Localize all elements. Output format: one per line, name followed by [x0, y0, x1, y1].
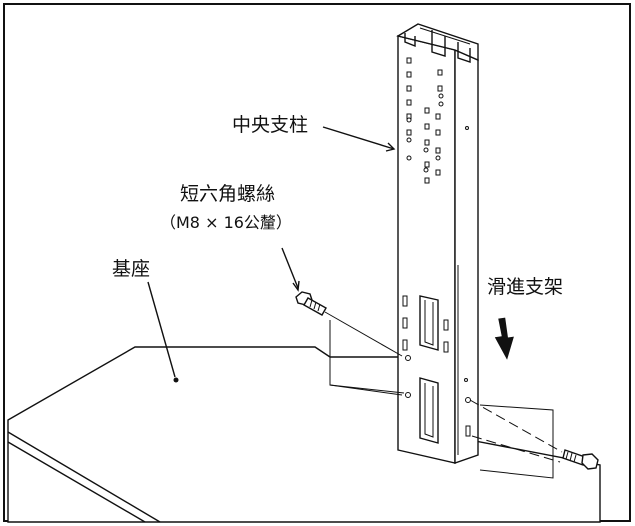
label-hex-bolt-line1: 短六角螺絲 [180, 183, 275, 205]
label-base: 基座 [112, 258, 150, 280]
leader-base [147, 281, 176, 378]
hex-bolt-right [469, 399, 599, 479]
column-holes-upper [406, 57, 469, 184]
center-column [396, 23, 479, 464]
label-hex-bolt-line2: （M8 × 16公釐） [160, 213, 292, 232]
arrow-down-icon [494, 317, 514, 360]
leader-center-column-head [385, 142, 396, 152]
base-plate [7, 346, 601, 523]
label-slide-bracket: 滑進支架 [487, 276, 563, 298]
leader-hex-bolt [281, 247, 299, 289]
leader-center-column [322, 126, 395, 150]
hex-bolt-left [295, 291, 405, 396]
base-marker-dot [173, 377, 179, 383]
leader-lines [147, 126, 396, 378]
label-center-column: 中央支柱 [232, 114, 308, 136]
leader-hex-bolt-head [292, 280, 300, 292]
column-slots-lower [402, 265, 471, 455]
